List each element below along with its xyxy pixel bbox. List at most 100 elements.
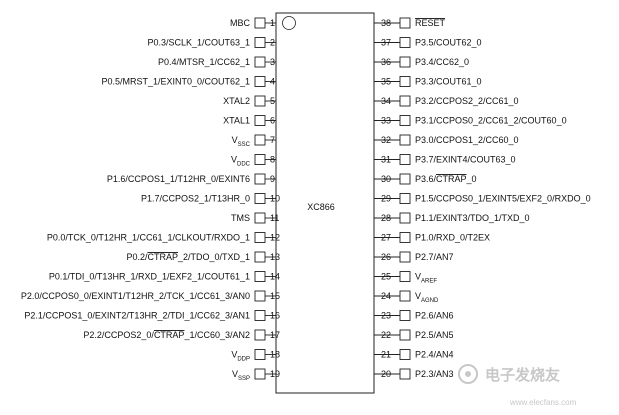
- pin-pad: [254, 271, 266, 282]
- pin-label: P2.6/AN6: [415, 311, 454, 321]
- watermark: 电子发烧友 www.elecfans.com: [458, 364, 577, 407]
- pin-pad: [399, 56, 411, 68]
- pin-pad: [254, 232, 266, 243]
- pin-21: 21 P2.4/AN4: [374, 349, 454, 360]
- watermark-logo: [458, 364, 478, 384]
- pin-pad: [399, 154, 411, 165]
- pin-label: P1.7/CCPOS2_1/T13HR_0: [141, 194, 250, 204]
- watermark-text: 电子发烧友: [485, 366, 560, 384]
- pin-label: VSSP: [232, 369, 250, 382]
- pin-pad: [399, 134, 411, 146]
- pin-label: P0.3/SCLK_1/COUT63_1: [147, 38, 250, 48]
- pin-number: 30: [381, 174, 391, 184]
- pin-18: 18 VDDP: [231, 349, 280, 363]
- pin-label: P3.3/COUT61_0: [415, 77, 482, 87]
- pin-pad: [399, 232, 411, 243]
- pin-pad: [254, 349, 266, 360]
- pin-pad: [399, 310, 411, 321]
- pin-pad: [399, 37, 411, 48]
- pin-number: 31: [381, 155, 391, 165]
- pin-number: 9: [270, 174, 275, 184]
- pin-label: P2.0/CCPOS0_0/EXINT1/T12HR_2/TCK_1/CC61_…: [21, 291, 250, 301]
- pin-label: P3.1/CCPOS0_2/CC61_2/COUT60_0: [415, 116, 567, 126]
- pin-pad: [254, 173, 266, 185]
- pin-label: P3.2/CCPOS2_2/CC61_0: [415, 96, 519, 106]
- pin-label: P1.0/RXD_0/T2EX: [415, 233, 490, 243]
- pin-label: P3.7/EXINT4/COUT63_0: [415, 155, 516, 165]
- pin-label: VSSC: [232, 135, 251, 148]
- pin-4: 4P0.5/MRST_1/EXINT0_0/COUT62_1: [101, 76, 276, 87]
- pin-pad: [399, 329, 411, 341]
- pin-1: 1 MBC: [230, 17, 276, 29]
- pin-pad: [399, 212, 411, 224]
- pin-label: P0.1/TDI_0/T13HR_1/RXD_1/EXF2_1/COUT61_1: [49, 272, 250, 282]
- pin-number: 11: [270, 213, 279, 223]
- pin-number: 5: [270, 96, 275, 106]
- pin-label: P2.4/AN4: [415, 350, 454, 360]
- pin-label: P3.6/CTRAP_0: [415, 174, 477, 184]
- pin-5: 5 XTAL2: [223, 95, 276, 107]
- chip-body: [275, 12, 375, 394]
- left-pin-column: 1MBC2P0.3/SCLK_1/COUT63_13P0.4/MTSR_1/CC…: [21, 17, 280, 382]
- pin-label: VAREF: [415, 272, 437, 285]
- pin-3: 3P0.4/MTSR_1/CC62_1: [158, 56, 276, 68]
- pin-pad: [254, 134, 266, 146]
- pin-number: 3: [270, 57, 275, 67]
- pin-pad: [399, 173, 411, 185]
- pin-number: 38: [381, 18, 391, 28]
- pin-label: MBC: [230, 18, 251, 28]
- pin-number: 34: [381, 96, 391, 106]
- pin-pad: [399, 115, 411, 126]
- pin-number: 28: [381, 213, 391, 223]
- pin-pad: [399, 76, 411, 87]
- pin-number: 19: [270, 369, 280, 379]
- pin-pad: [254, 115, 266, 126]
- pin-number: 37: [381, 38, 391, 48]
- watermark-url: www.elecfans.com: [509, 398, 577, 407]
- pin-number: 18: [270, 350, 280, 360]
- pin-number: 29: [381, 194, 391, 204]
- pin-number: 12: [270, 233, 280, 243]
- pin-number: 7: [270, 135, 275, 145]
- pin-number: 32: [381, 135, 391, 145]
- pin-label: VDDP: [231, 350, 250, 363]
- pin-31: 31 P3.7/EXINT4/COUT63_0: [374, 154, 516, 165]
- pin-label: VAGND: [415, 291, 439, 304]
- pin-27: 27 P1.0/RXD_0/T2EX: [374, 232, 490, 243]
- pin-number: 6: [270, 116, 275, 126]
- pin-12: 12P0.0/TCK_0/T12HR_1/CC61_1/CLKOUT/RXDO_…: [47, 232, 280, 243]
- pin-19: 19 VSSP: [232, 368, 280, 382]
- pin-label: XTAL2: [223, 96, 250, 106]
- pin-label: P2.2/CCPOS2_0/CTRAP_1/CC60_3/AN2: [83, 330, 250, 340]
- pin-number: 15: [270, 291, 280, 301]
- pin-pad: [254, 368, 266, 380]
- pin-number: 22: [381, 330, 391, 340]
- pin-label: P3.4/CC62_0: [415, 57, 469, 67]
- pin-16: 16P2.1/CCPOS1_0/EXINT2/T13HR_2/TDI_1/CC6…: [24, 310, 280, 321]
- pin-pad: [399, 193, 411, 204]
- pin-label: P3.0/CCPOS1_2/CC60_0: [415, 135, 519, 145]
- pin-pad: [254, 56, 266, 68]
- pin-number: 8: [270, 155, 275, 165]
- pin-14: 14P0.1/TDI_0/T13HR_1/RXD_1/EXF2_1/COUT61…: [49, 271, 280, 282]
- pin-number: 21: [381, 350, 391, 360]
- pin-label: P2.3/AN3: [415, 369, 454, 379]
- pin-number: 27: [381, 233, 391, 243]
- pin-number: 1: [270, 18, 275, 28]
- pin-number: 23: [381, 311, 391, 321]
- pin-label: XTAL1: [223, 116, 250, 126]
- pin-pad: [254, 95, 266, 107]
